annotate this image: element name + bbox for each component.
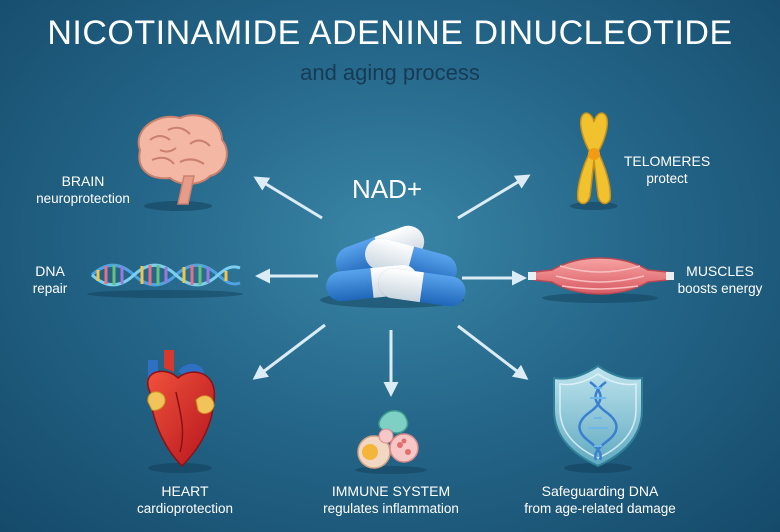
immune-label: IMMUNE SYSTEM regulates inflammation xyxy=(300,482,482,518)
immune-cells-icon xyxy=(355,410,427,474)
page-title: NICOTINAMIDE ADENINE DINUCLEOTIDE xyxy=(47,14,733,52)
page-subtitle: and aging process xyxy=(300,60,480,85)
muscles-title: MUSCLES xyxy=(686,263,754,279)
safeguard-desc: from age-related damage xyxy=(524,501,676,516)
shield-dna-icon xyxy=(553,364,643,473)
dna-label: DNA repair xyxy=(20,262,80,298)
heart-icon xyxy=(147,350,216,473)
arrow-to-brain xyxy=(253,176,323,220)
telomeres-desc: protect xyxy=(646,171,688,186)
heart-title: HEART xyxy=(161,483,209,499)
dna-desc: repair xyxy=(32,281,68,296)
brain-title: BRAIN xyxy=(61,173,105,189)
brain-desc: neuroprotection xyxy=(36,191,130,206)
immune-title: IMMUNE SYSTEM xyxy=(331,483,451,499)
heart-desc: cardioprotection xyxy=(136,501,234,516)
safeguard-label: Safeguarding DNA from age-related damage xyxy=(504,482,696,518)
arrows xyxy=(252,174,531,397)
chromosome-icon xyxy=(570,112,618,210)
capsules-icon xyxy=(320,225,466,308)
heart-label: HEART cardioprotection xyxy=(115,482,255,518)
arrow-to-telomeres xyxy=(457,174,531,220)
telomeres-title: TELOMERES xyxy=(623,153,711,169)
muscle-icon xyxy=(528,257,674,303)
telomeres-label: TELOMERES protect xyxy=(612,152,722,188)
arrow-to-heart xyxy=(252,323,326,380)
brain-icon xyxy=(137,114,228,211)
dna-helix-icon xyxy=(87,263,243,298)
dna-title: DNA xyxy=(35,263,65,279)
nad-label: NAD+ xyxy=(352,174,423,204)
immune-desc: regulates inflammation xyxy=(323,501,459,516)
muscles-label: MUSCLES boosts energy xyxy=(670,262,770,298)
arrow-to-safeguard xyxy=(457,324,529,380)
brain-label: BRAIN neuroprotection xyxy=(18,172,148,208)
safeguard-title: Safeguarding DNA xyxy=(541,483,659,499)
muscles-desc: boosts energy xyxy=(677,281,763,296)
